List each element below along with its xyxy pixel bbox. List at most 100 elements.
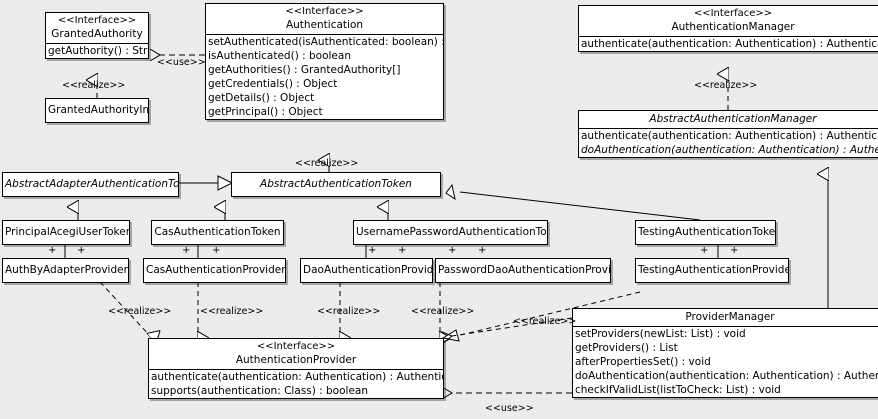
association-multiplicity-plus: + [368,245,377,256]
operation-row: supports(authentication: Class) : boolea… [151,385,368,397]
edge-label-realize-password-dao-authentication-provider: <<realize>> [411,306,475,317]
association-multiplicity-plus: + [700,245,709,256]
class-box-provider-manager[interactable]: ProviderManager setProviders(newList: Li… [572,308,878,398]
operation-row: authenticate(authentication: Authenticat… [581,38,878,50]
operations-compartment: authenticate(authentication: Authenticat… [579,37,878,51]
stereotype-label: <<Interface>> [256,341,336,352]
class-name: AbstractAuthenticationToken [260,178,412,190]
operation-row: setProviders(newList: List) : void [575,328,746,340]
class-box-authentication-manager[interactable]: <<Interface>> AuthenticationManager auth… [578,5,878,52]
operation-row: authenticate(authentication: Authenticat… [581,130,878,142]
class-header: DaoAuthenticationProvider [301,259,432,282]
class-box-password-dao-authentication-provider[interactable]: PasswordDaoAuthenticationProvider [435,258,611,283]
class-header: ProviderManager [573,309,878,326]
edge-label-realize-abstract-authentication-manager: <<realize>> [694,80,758,91]
class-box-username-password-authentication-token[interactable]: UsernamePasswordAuthenticationToken [353,220,548,245]
edge-label-realize-auth-by-adapter-provider: <<realize>> [108,306,172,317]
edge-label-realize-granted-authority-impl: <<realize>> [62,80,126,91]
association-multiplicity-plus: + [77,245,86,256]
class-box-cas-authentication-provider[interactable]: CasAuthenticationProvider [143,258,286,283]
class-name: TestingAuthenticationProvider [638,264,789,276]
class-name: AuthByAdapterProvider [5,264,128,276]
operations-compartment: setProviders(newList: List) : void getPr… [573,327,878,397]
operations-compartment: getAuthority() : String [46,44,148,58]
class-name: UsernamePasswordAuthenticationToken [356,226,548,238]
association-multiplicity-plus: + [48,245,57,256]
operation-row: setAuthenticated(isAuthenticated: boolea… [208,36,443,48]
class-box-authentication-provider[interactable]: <<Interface>> AuthenticationProvider aut… [148,338,444,399]
edge-label-realize-abstract-authentication-token: <<realize>> [295,158,359,169]
class-header: AbstractAuthenticationManager [579,111,878,128]
section-divider [573,326,878,327]
class-box-dao-authentication-provider[interactable]: DaoAuthenticationProvider [300,258,433,283]
class-name: TestingAuthenticationToken [638,226,776,238]
class-box-principal-acegi-user-token[interactable]: PrincipalAcegiUserToken [2,220,130,245]
class-name: PasswordDaoAuthenticationProvider [438,264,611,276]
class-header: TestingAuthenticationToken [636,221,775,244]
section-divider [579,128,878,129]
edge-label-use-provider-manager: <<use>> [485,403,534,414]
section-divider [149,369,443,370]
class-header: UsernamePasswordAuthenticationToken [354,221,547,244]
class-name: AbstractAdapterAuthenticationToken [5,178,179,190]
class-name: GrantedAuthority [51,28,143,40]
operation-row: authenticate(authentication: Authenticat… [151,371,444,383]
operation-row: getAuthorities() : GrantedAuthority[] [208,64,401,76]
operation-row: afterPropertiesSet() : void [575,356,711,368]
class-header: CasAuthenticationToken [152,221,283,244]
association-multiplicity-plus: + [448,245,457,256]
association-multiplicity-plus: + [182,245,191,256]
operations-compartment: authenticate(authentication: Authenticat… [579,129,878,157]
class-header: <<Interface>> Authentication [206,4,443,34]
class-box-testing-authentication-provider[interactable]: TestingAuthenticationProvider [635,258,789,283]
class-header: GrantedAuthorityImpl [46,99,148,122]
class-box-granted-authority-impl[interactable]: GrantedAuthorityImpl [45,98,149,123]
class-header: <<Interface>> AuthenticationProvider [149,339,443,369]
class-name: AbstractAuthenticationManager [649,113,817,125]
class-name: PrincipalAcegiUserToken [5,226,130,238]
operation-row: doAuthentication(authentication: Authent… [581,144,878,156]
class-header: PasswordDaoAuthenticationProvider [436,259,610,282]
operation-row: getDetails() : Object [208,92,315,104]
class-header: PrincipalAcegiUserToken [3,221,129,244]
operation-row: getAuthority() : String [48,45,148,57]
edge-label-use-granted-authority: <<use>> [157,57,206,68]
edge-label-realize-provider-manager: <<realize>> [513,316,577,327]
class-header: <<Interface>> AuthenticationManager [579,6,878,36]
association-multiplicity-plus: + [212,245,221,256]
stereotype-label: <<Interface>> [57,15,137,26]
section-divider [579,36,878,37]
class-box-abstract-adapter-authentication-token[interactable]: AbstractAdapterAuthenticationToken [2,172,179,197]
class-name: AuthenticationProvider [235,354,357,366]
class-box-abstract-authentication-token[interactable]: AbstractAuthenticationToken [231,172,441,197]
operation-row: getCredentials() : Object [208,78,338,90]
class-header: AbstractAuthenticationToken [232,173,440,196]
class-box-cas-authentication-token[interactable]: CasAuthenticationToken [151,220,284,245]
class-box-abstract-authentication-manager[interactable]: AbstractAuthenticationManager authentica… [578,110,878,158]
class-name: DaoAuthenticationProvider [303,264,433,276]
edge-label-realize-dao-authentication-provider: <<realize>> [317,306,381,317]
class-header: CasAuthenticationProvider [144,259,285,282]
section-divider [206,34,443,35]
class-name: AuthenticationManager [671,21,795,33]
section-divider [46,43,148,44]
operation-row: isAuthenticated() : boolean [208,50,351,62]
association-multiplicity-plus: + [730,245,739,256]
operation-row: doAuthentication(authentication: Authent… [575,370,878,382]
operations-compartment: setAuthenticated(isAuthenticated: boolea… [206,35,443,119]
class-box-auth-by-adapter-provider[interactable]: AuthByAdapterProvider [2,258,129,283]
class-box-granted-authority[interactable]: <<Interface>> GrantedAuthority getAuthor… [45,12,149,59]
class-name: GrantedAuthorityImpl [48,104,148,116]
class-header: AbstractAdapterAuthenticationToken [3,173,178,196]
class-box-testing-authentication-token[interactable]: TestingAuthenticationToken [635,220,776,245]
edge-label-realize-cas-authentication-provider: <<realize>> [200,306,264,317]
operation-row: getPrincipal() : Object [208,106,323,118]
class-name: ProviderManager [685,311,775,323]
stereotype-label: <<Interface>> [285,6,364,17]
class-header: <<Interface>> GrantedAuthority [46,13,148,43]
class-name: CasAuthenticationProvider [146,264,286,276]
stereotype-label: <<Interface>> [693,8,773,19]
association-multiplicity-plus: + [398,245,407,256]
class-box-authentication[interactable]: <<Interface>> Authentication setAuthenti… [205,3,444,120]
